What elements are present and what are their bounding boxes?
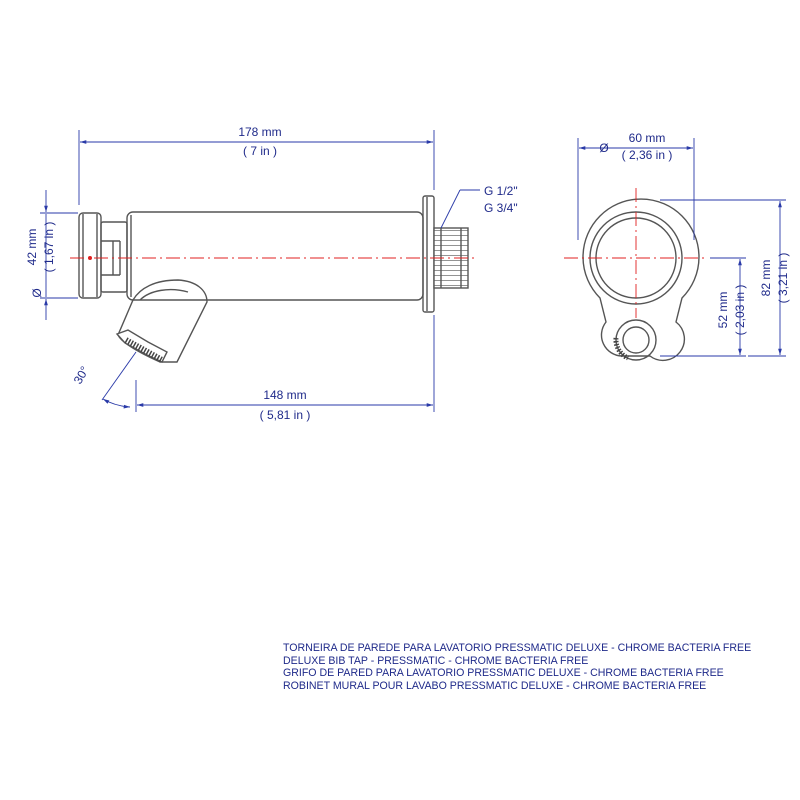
body-diameter-mm: 42 mm [25, 229, 39, 266]
side-view-dimensions: 178 mm ( 7 in ) Ø 42 mm ( 1,67 in ) G 1/… [25, 125, 518, 422]
flange-diameter-symbol: Ø [599, 141, 608, 155]
front-view [564, 188, 708, 362]
aerator-nozzle [115, 329, 168, 363]
flange-diameter-inch: ( 2,36 in ) [622, 148, 673, 162]
body-diameter-inch: ( 1,67 in ) [42, 222, 56, 273]
flange-diameter-mm: 60 mm [629, 131, 666, 145]
outlet-ring [615, 319, 657, 361]
body-diameter-symbol: Ø [30, 288, 44, 297]
thread-size-2: G 3/4" [484, 201, 518, 215]
overall-length-inch: ( 7 in ) [243, 144, 277, 158]
outlet-height-mm: 52 mm [716, 292, 730, 329]
side-view [70, 195, 478, 363]
caption-line-fr: ROBINET MURAL POUR LAVABO PRESSMATIC DEL… [283, 679, 707, 692]
spout-length-inch: ( 5,81 in ) [260, 408, 311, 422]
caption-line-es: GRIFO DE PARED PARA LAVATORIO PRESSMATIC… [283, 667, 724, 680]
total-height-inch: ( 3,21 in ) [776, 253, 790, 304]
overall-length-mm: 178 mm [238, 125, 281, 139]
caption-line-pt: TORNEIRA DE PAREDE PARA LAVATORIO PRESSM… [283, 642, 752, 654]
total-height-mm: 82 mm [759, 260, 773, 297]
product-caption: TORNEIRA DE PAREDE PARA LAVATORIO PRESSM… [283, 642, 793, 692]
outlet-height-inch: ( 2,03 in ) [733, 285, 747, 336]
spout-angle: 30° [71, 364, 92, 387]
wall-flange [422, 195, 435, 313]
outlet-hole [622, 326, 650, 354]
front-outer-contour [582, 198, 700, 362]
caption-line-en: DELUXE BIB TAP - PRESSMATIC - CHROME BAC… [283, 654, 589, 667]
thread-size-1: G 1/2" [484, 184, 518, 198]
front-view-dimensions: Ø 60 mm ( 2,36 in ) 52 mm ( 2,03 in ) 82… [577, 131, 790, 357]
body-tube [126, 211, 424, 301]
spout-length-mm: 148 mm [263, 388, 306, 402]
